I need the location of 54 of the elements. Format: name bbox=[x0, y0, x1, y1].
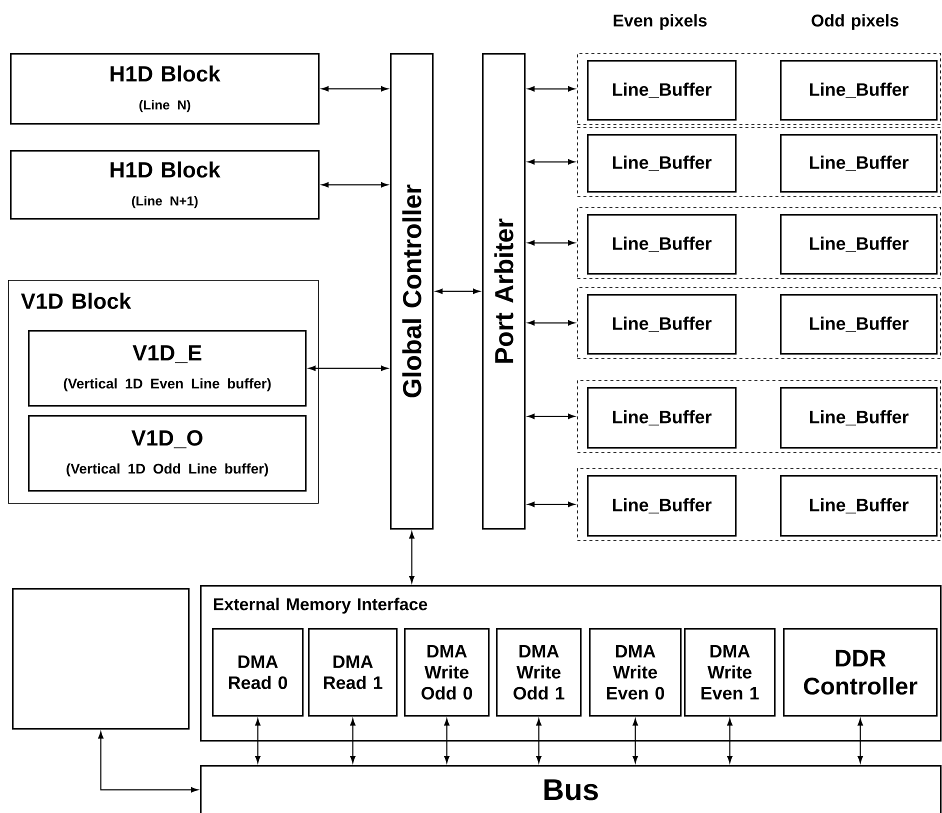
line-buffer-box: Line_Buffer bbox=[780, 475, 938, 537]
arrow bbox=[98, 732, 198, 792]
dashed-group bbox=[577, 287, 941, 359]
arrow bbox=[632, 718, 638, 763]
dma-box: DDR Controller bbox=[783, 628, 938, 717]
bus-box: Bus bbox=[200, 765, 942, 813]
dma-box: DMA Write Odd 0 bbox=[404, 628, 490, 717]
buffer-box: V1D_O (Vertical 1D Odd Line buffer) bbox=[28, 415, 307, 492]
arbiter-bar: Port Arbiter bbox=[482, 53, 526, 530]
dashed-group bbox=[577, 127, 941, 197]
arrow bbox=[858, 718, 863, 763]
dashed-group bbox=[577, 468, 941, 541]
arrow bbox=[409, 532, 414, 583]
arrow bbox=[528, 159, 576, 165]
line-buffer-box: Line_Buffer bbox=[780, 134, 938, 193]
dma-box: DMA Read 0 bbox=[212, 628, 304, 717]
dma-box: DMA Write Even 0 bbox=[589, 628, 682, 717]
arrow bbox=[528, 86, 576, 92]
line-buffer-box: Line_Buffer bbox=[780, 214, 938, 275]
arrow bbox=[436, 288, 480, 294]
arrow bbox=[255, 718, 260, 763]
line-buffer-box: Line_Buffer bbox=[587, 475, 737, 537]
arrow bbox=[322, 182, 388, 188]
arrow bbox=[308, 366, 388, 371]
processor-box bbox=[12, 588, 190, 730]
arrow bbox=[727, 718, 732, 763]
arrow bbox=[444, 718, 450, 763]
line-buffer-box: Line_Buffer bbox=[587, 294, 737, 355]
line-buffer-box: Line_Buffer bbox=[587, 134, 737, 193]
arrow bbox=[322, 86, 388, 92]
dma-box: DMA Write Odd 1 bbox=[496, 628, 582, 717]
line-buffer-box: Line_Buffer bbox=[587, 214, 737, 275]
arrow bbox=[528, 414, 576, 420]
dashed-group bbox=[577, 380, 941, 453]
arrow bbox=[528, 240, 576, 246]
line-buffer-box: Line_Buffer bbox=[587, 387, 737, 449]
line-buffer-box: Line_Buffer bbox=[780, 60, 938, 121]
block-box: H1D Block (Line N+1) bbox=[10, 150, 320, 220]
dashed-group bbox=[577, 53, 941, 125]
block-box: H1D Block (Line N) bbox=[10, 53, 320, 125]
controller-bar: Global Controller bbox=[390, 53, 434, 530]
dashed-group bbox=[577, 207, 941, 279]
column-heading: Odd pixels bbox=[812, 14, 898, 30]
buffer-box: V1D_E (Vertical 1D Even Line buffer) bbox=[28, 330, 307, 407]
line-buffer-box: Line_Buffer bbox=[780, 294, 938, 355]
arrow bbox=[536, 718, 542, 763]
arrow bbox=[350, 718, 356, 763]
column-heading: Even pixels bbox=[614, 14, 707, 30]
line-buffer-box: Line_Buffer bbox=[587, 60, 737, 121]
dma-box: DMA Write Even 1 bbox=[684, 628, 776, 717]
arrow bbox=[528, 320, 576, 326]
dma-box: DMA Read 1 bbox=[308, 628, 398, 717]
arrow bbox=[528, 502, 576, 508]
line-buffer-box: Line_Buffer bbox=[780, 387, 938, 449]
